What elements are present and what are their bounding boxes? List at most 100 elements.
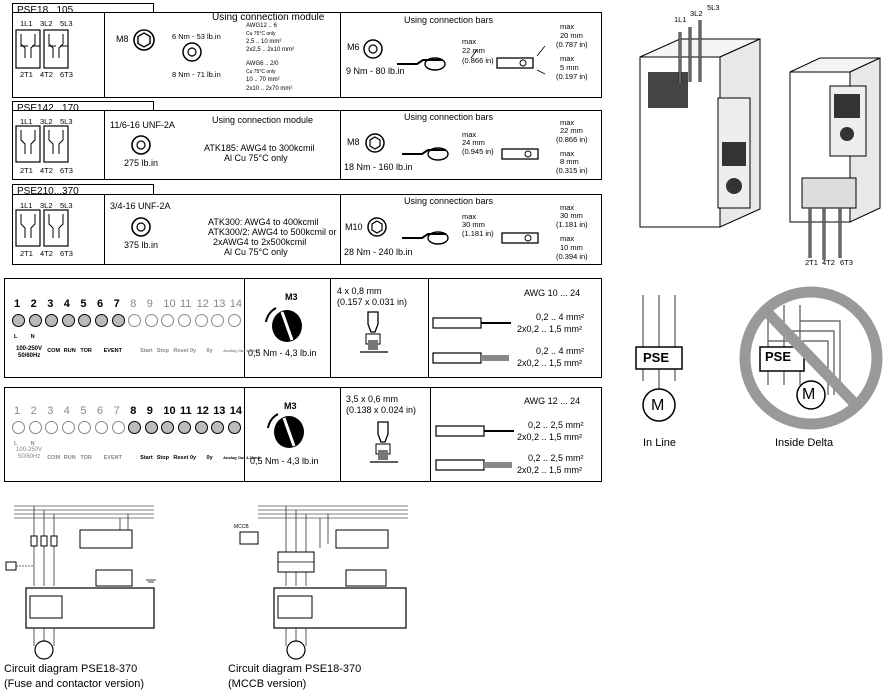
- max-b: max: [560, 22, 575, 31]
- delta-motor-label: M: [802, 386, 816, 403]
- blade-size: 4 x 0,8 mm: [337, 286, 382, 296]
- max-c: max: [560, 54, 575, 63]
- bolt-icon: [363, 39, 383, 59]
- terminal-number: 13: [213, 405, 226, 417]
- label-4t2: 4T2: [40, 70, 53, 79]
- delta-pse-label: PSE: [765, 349, 792, 364]
- terminal-screw-icon: [45, 421, 59, 434]
- device-3l2: 3L2: [690, 9, 703, 18]
- terminal-label: N: [30, 334, 35, 340]
- terminal-label: Analog Out 4-20mA: [223, 455, 261, 460]
- blade-size: 3,5 x 0,6 mm: [346, 394, 399, 404]
- terminal-screw-icon: [78, 314, 92, 327]
- screwdriver-rotate-icon: [267, 413, 304, 448]
- terminal-label: COM: [47, 348, 61, 354]
- awg: AWG 12 ... 24: [524, 396, 581, 406]
- terminal-screw-icon: [128, 314, 142, 327]
- size-4: 2x0,2 .. 1,5 mm²: [517, 358, 583, 368]
- circuit1-caption-1: Circuit diagram PSE18-370: [4, 663, 138, 675]
- terminal-label: EVENT: [103, 348, 122, 354]
- max-c2: (0.315 in): [556, 166, 588, 175]
- terminal-number: 12: [196, 405, 209, 417]
- terminal-screw-icon: [111, 314, 125, 327]
- label-5l3: 5L3: [60, 117, 73, 126]
- torque-2: 8 Nm - 71 lb.in: [172, 70, 221, 79]
- max-c1: 5 mm: [560, 63, 579, 72]
- size-2: 2x0,2 .. 1,5 mm²: [517, 324, 583, 334]
- module-title: Using connection module: [212, 12, 325, 23]
- max-b1: 30 mm: [560, 211, 583, 220]
- terminal-screw-icon: [111, 421, 125, 434]
- terminal-screw-icon: [28, 314, 42, 327]
- terminal-screw-icon: [61, 421, 75, 434]
- terminal-number: 8: [130, 405, 137, 417]
- circuit1-caption-2: (Fuse and contactor version): [4, 678, 145, 690]
- screw-m8: M8: [116, 34, 129, 44]
- terminal-number: 11: [180, 298, 192, 310]
- bolt-icon: [367, 217, 387, 237]
- supply-label-a: 100-250V: [16, 447, 43, 453]
- label-1l1: 1L1: [20, 201, 33, 210]
- module-line2: Al Cu 75°C only: [224, 153, 288, 163]
- section2-panel: [12, 110, 602, 180]
- bolt-icon: [365, 133, 385, 153]
- size-1b: 2x2,5 .. 2x10 mm²: [246, 47, 295, 53]
- max-c: max: [560, 149, 575, 158]
- label-5l3: 5L3: [60, 201, 73, 210]
- section1-terminal-icon: [15, 29, 69, 69]
- awg-2: AWG6 .. 2/0: [246, 61, 279, 67]
- terminal-number: 3: [47, 405, 54, 417]
- module-line3: 2xAWG4 to 2x500kcmil: [213, 237, 307, 247]
- max-b: max: [560, 203, 575, 212]
- size-1: 0,2 .. 2,5 mm²: [528, 420, 584, 430]
- max-c1: 10 mm: [560, 243, 583, 252]
- terminal-label: Start: [140, 455, 153, 461]
- label-5l3: 5L3: [60, 19, 73, 28]
- bar-screw: M8: [347, 137, 360, 147]
- terminal-number: 1: [14, 405, 21, 417]
- awg-1: AWG12 .. 6: [246, 23, 277, 29]
- socket-icon: [131, 135, 151, 155]
- terminal-screw-icon: [161, 314, 175, 327]
- terminal-screw-icon: [95, 314, 108, 327]
- terminal-screw-icon: [45, 314, 59, 327]
- size-3: 0,2 .. 2,5 mm²: [528, 453, 584, 463]
- max-b: max: [560, 118, 575, 127]
- terminal-screw-icon: [211, 421, 225, 434]
- size-2b: 2x10 .. 2x70 mm²: [246, 86, 293, 92]
- torque: 275 lb.in: [124, 158, 159, 168]
- terminal-screw-icon: [61, 314, 75, 327]
- mccb-label: MCCB: [234, 524, 249, 530]
- max-b2: (0.787 in): [556, 40, 588, 49]
- size-3: 0,2 .. 4 mm²: [536, 346, 585, 356]
- wire-stranded-icon: [435, 459, 512, 471]
- device-2t1: 2T1: [805, 258, 818, 267]
- device-5l3: 5L3: [707, 3, 720, 12]
- hex-nut-icon: [133, 29, 155, 51]
- max-b2: (1.181 in): [556, 220, 588, 229]
- bars-title: Using connection bars: [404, 196, 494, 206]
- terminal-screw-icon: [78, 421, 92, 434]
- terminal-number: 10: [163, 298, 176, 310]
- terminal-label: Start: [140, 348, 153, 354]
- thread-spec: 3/4-16 UNF-2A: [110, 201, 171, 211]
- inline-motor-label: M: [651, 397, 665, 414]
- label-6t3: 6T3: [60, 70, 73, 79]
- terminal-number: 12: [196, 298, 209, 310]
- max-c2: (0.197 in): [556, 72, 588, 81]
- terminal-number: 9: [146, 298, 153, 310]
- supply-label-b: 50/60Hz: [18, 353, 41, 359]
- label-3l2: 3L2: [40, 117, 53, 126]
- terminal-screw-icon: [227, 421, 241, 434]
- terminal-screw-icon: [128, 421, 142, 434]
- module-line1: ATK300: AWG4 to 400kcmil: [208, 217, 319, 227]
- bar-torque: 9 Nm - 80 lb.in: [346, 66, 405, 76]
- label-6t3: 6T3: [60, 249, 73, 258]
- terminal-screw-icon: [194, 314, 208, 327]
- inline-caption: In Line: [643, 437, 677, 449]
- max-a1: 24 mm: [462, 138, 485, 147]
- label-4t2: 4T2: [40, 249, 53, 258]
- module-line2: ATK300/2: AWG4 to 500kcmil or: [208, 227, 337, 237]
- terminal-screw-icon: [194, 421, 208, 434]
